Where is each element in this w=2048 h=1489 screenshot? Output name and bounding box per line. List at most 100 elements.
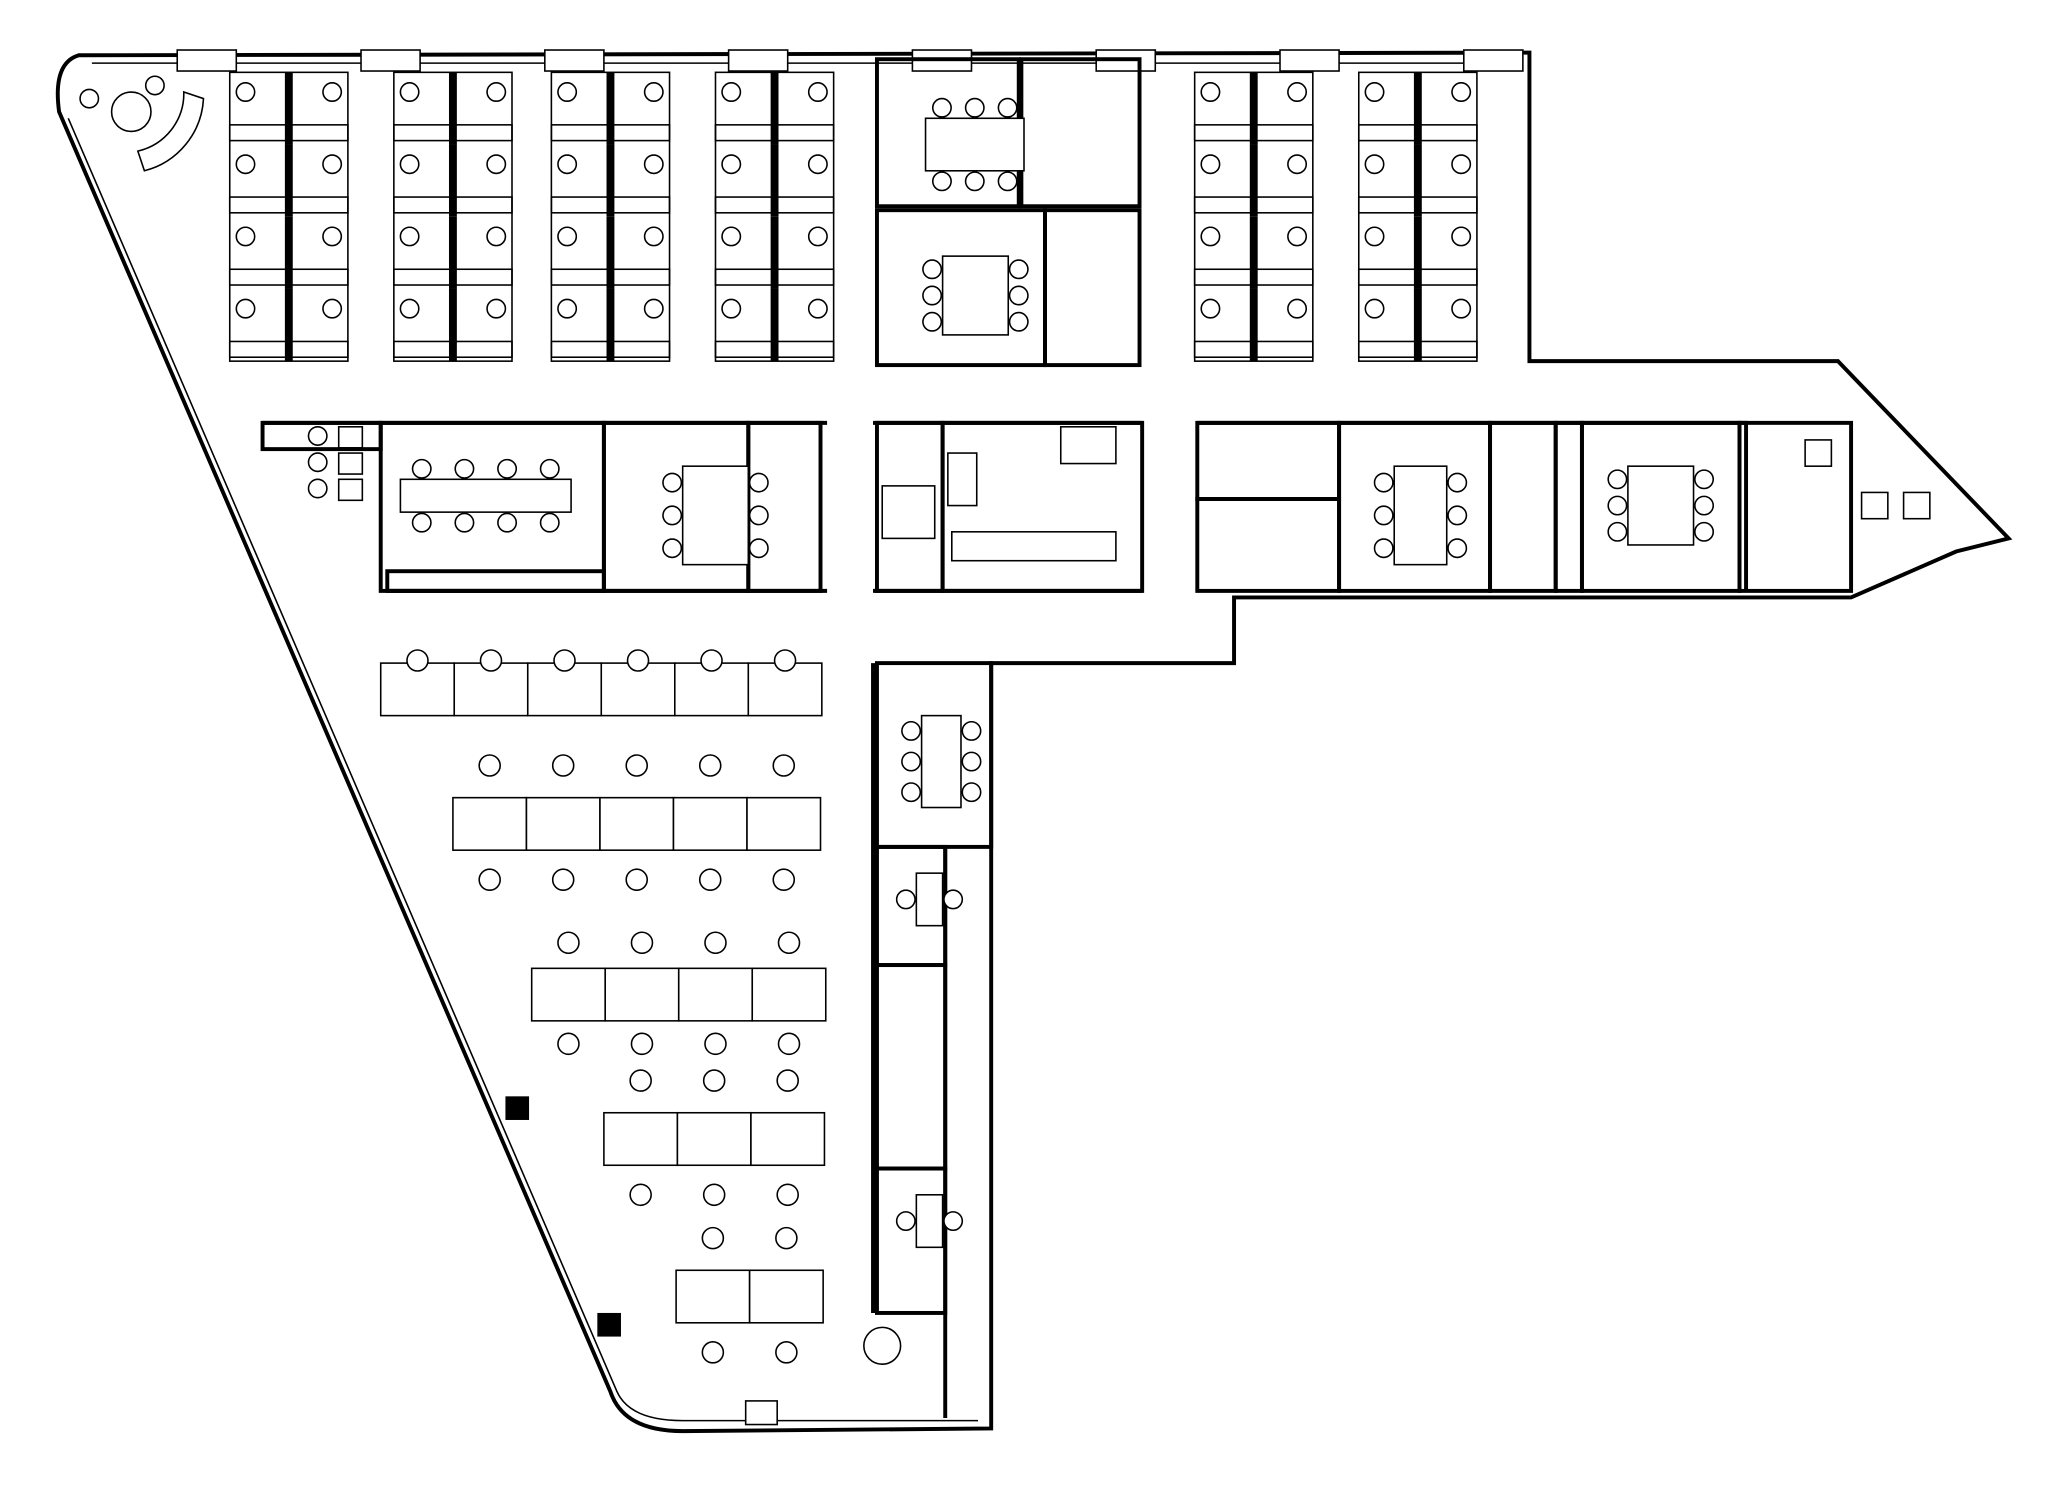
partition — [1413, 144, 1422, 217]
chair — [748, 472, 769, 493]
chair — [1451, 298, 1472, 319]
chair — [702, 1069, 726, 1092]
window-mullion — [727, 49, 789, 72]
room — [1488, 420, 1558, 593]
partition — [284, 216, 293, 289]
desk — [453, 662, 529, 717]
chair — [1607, 469, 1628, 490]
chair — [486, 82, 507, 103]
chair — [964, 171, 985, 192]
chair — [704, 1032, 727, 1056]
chair — [901, 720, 922, 741]
chair — [777, 931, 801, 955]
workstation-cluster — [393, 71, 513, 362]
partition — [448, 288, 457, 362]
stool — [307, 452, 328, 473]
chair — [807, 154, 828, 175]
chair — [643, 82, 664, 103]
desk — [599, 796, 675, 851]
room — [1043, 208, 1142, 368]
chair — [630, 1032, 654, 1056]
chair — [1287, 226, 1308, 247]
chair — [478, 754, 501, 777]
partition — [1413, 288, 1422, 362]
chair — [701, 1341, 725, 1364]
room — [1737, 420, 1854, 593]
conference-table — [399, 478, 572, 513]
conference-table — [924, 117, 1025, 172]
chair — [1694, 495, 1715, 516]
refrigerator — [947, 452, 978, 507]
conference-table — [681, 465, 750, 566]
room — [1195, 420, 1342, 501]
chair — [337, 478, 364, 502]
chair — [721, 226, 742, 247]
chair — [322, 226, 343, 247]
partition — [606, 144, 615, 217]
desk — [751, 967, 827, 1022]
chair — [961, 782, 982, 803]
chair — [625, 868, 649, 892]
chair — [1287, 298, 1308, 319]
stool — [307, 478, 328, 499]
chair — [629, 1183, 652, 1207]
desk — [676, 1111, 752, 1167]
chair — [1694, 521, 1715, 542]
chair — [497, 458, 518, 479]
room — [1019, 57, 1142, 209]
workstation-cluster — [550, 71, 671, 362]
round-table — [863, 1326, 902, 1365]
workstation-cluster — [1357, 71, 1478, 362]
cabinet — [744, 1400, 778, 1426]
chair — [1200, 226, 1221, 247]
chair — [643, 226, 664, 247]
chair — [1287, 154, 1308, 175]
chair — [1364, 226, 1385, 247]
column — [597, 1312, 621, 1337]
desk — [675, 1269, 751, 1324]
chair — [1364, 82, 1385, 103]
desk — [525, 796, 601, 851]
chair — [235, 82, 256, 103]
chair — [748, 505, 769, 526]
chair — [964, 97, 985, 118]
chair — [1373, 472, 1394, 493]
window-mullion — [176, 49, 238, 72]
chair — [807, 226, 828, 247]
chair — [748, 538, 769, 559]
chair — [775, 1341, 798, 1364]
chair — [662, 538, 683, 559]
room — [1195, 497, 1342, 593]
room — [874, 1166, 948, 1315]
chair — [144, 75, 165, 96]
room — [1553, 420, 1584, 593]
partition — [284, 288, 293, 362]
partition — [448, 216, 457, 289]
chair — [961, 751, 982, 772]
room — [385, 569, 606, 593]
reception-desk — [136, 90, 205, 172]
chair — [1607, 521, 1628, 542]
chair — [702, 1183, 726, 1207]
desk — [530, 967, 606, 1022]
partition — [606, 216, 615, 289]
chair — [539, 512, 560, 533]
chair — [901, 782, 922, 803]
chair — [643, 154, 664, 175]
desk — [746, 796, 822, 851]
walls — [55, 49, 2013, 1434]
chair — [235, 226, 256, 247]
partition — [448, 144, 457, 217]
desk — [452, 796, 528, 851]
kitchen-counter — [951, 531, 1117, 562]
room — [874, 963, 948, 1171]
chair — [700, 649, 723, 672]
chair — [1447, 538, 1468, 559]
desk — [750, 1111, 826, 1167]
chair — [997, 171, 1018, 192]
partition — [1413, 72, 1422, 145]
chair — [399, 226, 420, 247]
window-mullion — [1463, 49, 1524, 72]
desk — [604, 967, 680, 1022]
